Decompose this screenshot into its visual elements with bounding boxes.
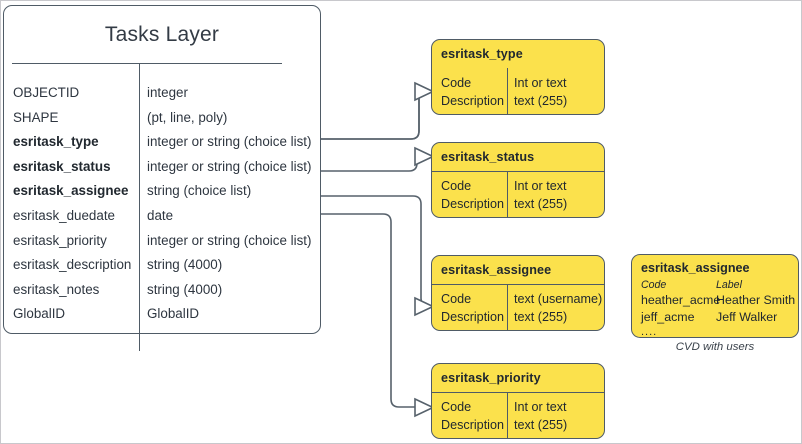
domain-box-header-divider: [432, 392, 604, 393]
connector-type: [321, 90, 428, 140]
field-type: date: [147, 207, 174, 223]
field-type: integer or string (choice list): [147, 134, 312, 150]
entity-tasks-layer[interactable]: Tasks Layer OBJECTID integer SHAPE (pt, …: [3, 5, 321, 351]
field-name: esritask_assignee: [13, 183, 129, 199]
field-name: esritask_duedate: [13, 207, 115, 223]
field-type: integer or string (choice list): [147, 232, 312, 248]
field-type: string (choice list): [147, 183, 252, 199]
domain-code-type: text (username): [514, 292, 603, 306]
domain-code-label: Code: [441, 179, 472, 193]
entity-header-divider: [12, 63, 282, 64]
domain-box-column-divider: [507, 284, 508, 330]
field-name: esritask_description: [13, 257, 132, 273]
domain-description-label: Description: [441, 417, 504, 432]
domain-description-label: Description: [441, 93, 504, 108]
field-name: esritask_priority: [13, 232, 107, 248]
field-name: esritask_status: [13, 158, 111, 174]
domain-box-code-column: Code Description: [441, 399, 504, 434]
domain-description-type: text (255): [514, 93, 568, 108]
domain-code-label: Code: [441, 76, 472, 90]
domain-box-esritask-type[interactable]: esritask_type Code Description Int or te…: [431, 39, 605, 115]
domain-box-code-column: Code Description: [441, 75, 504, 110]
field-type: string (4000): [147, 257, 223, 273]
field-type: string (4000): [147, 281, 223, 297]
domain-box-code-column: Code Description: [441, 178, 504, 213]
domain-box-header-divider: [432, 171, 604, 172]
domain-code-label: Code: [441, 292, 472, 306]
cvd-ellipsis: ....: [641, 326, 658, 338]
cvd-title: esritask_assignee: [641, 261, 750, 275]
field-type: integer: [147, 85, 188, 100]
field-name: esritask_notes: [13, 281, 100, 297]
field-type: integer or string (choice list): [147, 158, 312, 174]
domain-description-type: text (255): [514, 417, 568, 432]
domain-box-type-column: Int or text text (255): [514, 399, 567, 434]
entity-title: Tasks Layer: [104, 23, 220, 46]
field-row: esritask_type integer or string (choice …: [4, 133, 320, 158]
field-row: esritask_notes string (4000): [4, 281, 320, 306]
field-row: SHAPE (pt, line, poly): [4, 109, 320, 134]
cvd-caption: CVD with users: [675, 341, 755, 353]
cvd-row-code: jeff_acme: [641, 310, 695, 324]
domain-box-column-divider: [507, 392, 508, 438]
domain-description-type: text (255): [514, 309, 568, 324]
domain-code-type: Int or text: [514, 76, 567, 90]
domain-box-type-column: text (username) text (255): [514, 291, 602, 326]
domain-code-type: Int or text: [514, 400, 567, 414]
entity-column-divider: [139, 63, 140, 351]
domain-code-type: Int or text: [514, 179, 567, 193]
field-name: SHAPE: [13, 109, 59, 125]
domain-description-type: text (255): [514, 196, 568, 211]
cvd-header-label: Label: [716, 279, 742, 291]
field-name: esritask_type: [13, 134, 99, 150]
domain-description-label: Description: [441, 309, 504, 324]
domain-box-type-column: Int or text text (255): [514, 75, 567, 110]
domain-box-esritask-status[interactable]: esritask_status Code Description Int or …: [431, 142, 605, 218]
domain-box-column-divider: [507, 171, 508, 217]
cvd-header-code: Code: [641, 279, 667, 291]
field-row: esritask_duedate date: [4, 207, 320, 232]
domain-box-title: esritask_type: [441, 47, 523, 61]
domain-box-esritask-priority[interactable]: esritask_priority Code Description Int o…: [431, 363, 605, 439]
field-row: GlobalID GlobalID: [4, 305, 320, 330]
domain-box-esritask-assignee[interactable]: esritask_assignee Code Description text …: [431, 255, 605, 331]
domain-box-type-column: Int or text text (255): [514, 178, 567, 213]
field-row: esritask_assignee string (choice list): [4, 182, 320, 207]
field-row: esritask_description string (4000): [4, 256, 320, 281]
domain-box-header-divider: [432, 284, 604, 285]
field-row: esritask_priority integer or string (cho…: [4, 232, 320, 257]
cvd-row-label: Heather Smith: [716, 293, 796, 307]
cvd-assignee-box[interactable]: esritask_assignee Code Label heather_acm…: [631, 254, 799, 338]
domain-code-label: Code: [441, 400, 472, 414]
domain-box-title: esritask_status: [441, 150, 535, 164]
field-type: (pt, line, poly): [147, 109, 228, 125]
domain-box-title: esritask_assignee: [441, 263, 552, 277]
connector-type-tail: [321, 90, 428, 140]
field-list: OBJECTID integer SHAPE (pt, line, poly) …: [4, 84, 320, 330]
field-row: OBJECTID integer: [4, 84, 320, 109]
field-type: GlobalID: [147, 306, 200, 322]
domain-box-column-divider: [507, 68, 508, 114]
domain-box-code-column: Code Description: [441, 291, 504, 326]
field-row: esritask_status integer or string (choic…: [4, 158, 320, 183]
connector-status: [321, 155, 426, 172]
connector-assignee: [321, 195, 430, 307]
field-name: GlobalID: [13, 306, 66, 322]
connector-priority: [321, 213, 425, 408]
cvd-row-code: heather_acme: [641, 293, 721, 307]
field-name: OBJECTID: [13, 85, 80, 100]
domain-box-title: esritask_priority: [441, 371, 541, 385]
domain-description-label: Description: [441, 196, 504, 211]
cvd-row-label: Jeff Walker: [716, 310, 778, 324]
